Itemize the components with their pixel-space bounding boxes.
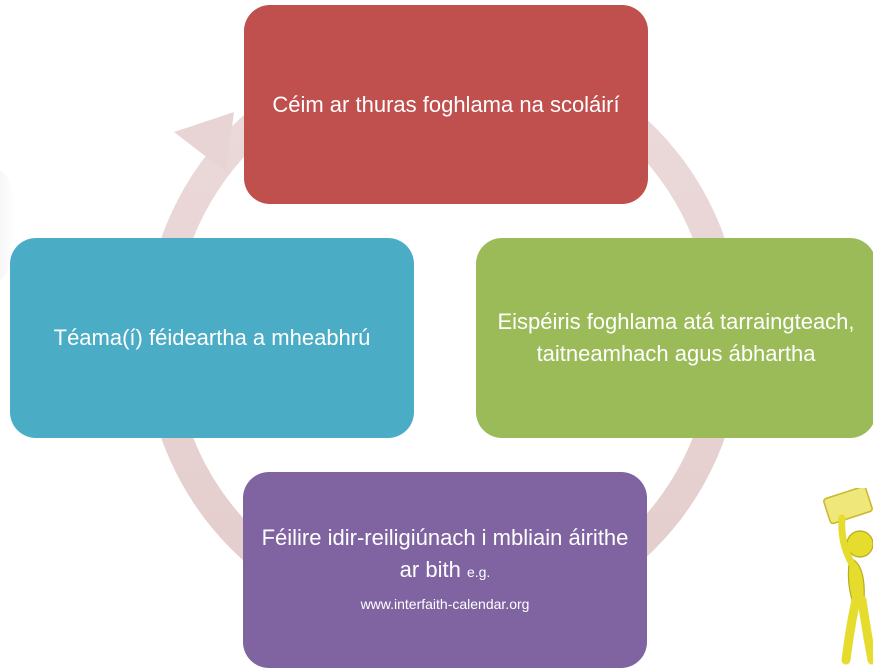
step-node-bottom-label: Féilire idir-reiligiúnach i mbliain áiri… <box>261 522 629 618</box>
step-node-top-label: Céim ar thuras foghlama na scoláirí <box>272 91 620 117</box>
step-node-right-label: Eispéiris foghlama atá tarraingteach, ta… <box>497 309 855 366</box>
cycle-arrowhead-icon <box>174 112 234 172</box>
step-node-left-label: Téama(í) féideartha a mheabhrú <box>53 325 371 351</box>
step-node-right: Eispéiris foghlama atá tarraingteach, ta… <box>476 238 873 438</box>
cartoon-figure-holding-sign-icon <box>823 488 873 665</box>
step-node-bottom-main-text: Féilire idir-reiligiúnach i mbliain áiri… <box>261 525 629 583</box>
step-node-left: Téama(í) féideartha a mheabhrú <box>10 238 414 438</box>
step-node-bottom-url-text: www.interfaith-calendar.org <box>360 595 530 612</box>
step-node-bottom: Féilire idir-reiligiúnach i mbliain áiri… <box>243 472 647 668</box>
step-node-top: Céim ar thuras foghlama na scoláirí <box>244 5 648 204</box>
step-node-bottom-eg-text: e.g. <box>466 564 491 581</box>
